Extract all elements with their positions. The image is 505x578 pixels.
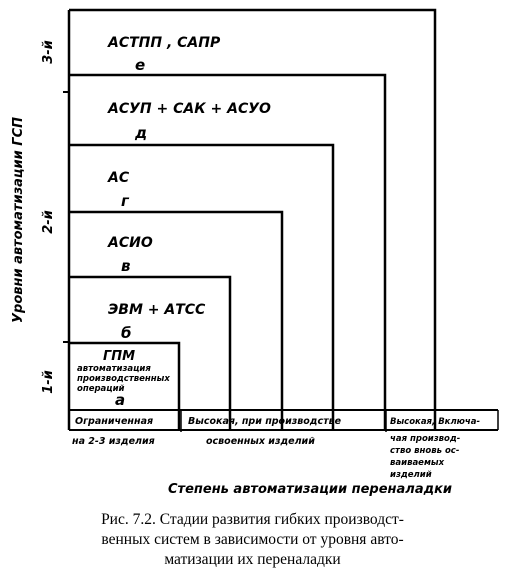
stage-box-d xyxy=(69,73,387,430)
caption-line: матизации их переналадки xyxy=(164,551,341,568)
caption-line: Рис. 7.2. Стадии развития гибких произво… xyxy=(101,511,404,528)
stage-system-label: АС xyxy=(107,170,130,186)
stage-detail-line: автоматизация xyxy=(77,364,151,374)
level-label: 2-й xyxy=(41,210,56,234)
bottom-column-text: освоенных изделий xyxy=(206,436,315,447)
bottom-column-text: Ограниченная xyxy=(75,416,153,427)
level-label: 1-й xyxy=(41,370,56,394)
stage-letter: а xyxy=(115,391,125,409)
stage-letter: г xyxy=(121,192,130,210)
stage-box-b xyxy=(69,275,232,430)
stage-box-e xyxy=(69,8,437,430)
stage-system-label: АСИО xyxy=(107,235,153,251)
bottom-column-text: ваиваемых xyxy=(390,458,445,468)
stage-detail-line: операций xyxy=(77,384,125,394)
stage-system-label: АСУП + САК + АСУО xyxy=(107,101,271,117)
stage-letter: б xyxy=(121,324,131,342)
stage-box-g xyxy=(69,143,335,430)
y-axis-title: Уровни автоматизации ГСП xyxy=(11,117,26,323)
bottom-column-text: ство вновь ос- xyxy=(390,446,460,456)
stage-box-a xyxy=(69,341,181,430)
level-label: 3-й xyxy=(41,40,56,64)
figure-caption: Рис. 7.2. Стадии развития гибких произво… xyxy=(0,510,505,570)
stage-detail-line: производственных xyxy=(77,374,170,384)
bottom-column-text: на 2-3 изделия xyxy=(72,436,155,447)
x-axis-title: Степень автоматизации переналадки xyxy=(168,482,452,497)
bottom-column-text: чая производ- xyxy=(390,434,461,444)
stage-letter: в xyxy=(121,257,131,275)
stage-system-label: ГПМ xyxy=(103,349,135,364)
bottom-column-text: изделий xyxy=(390,470,432,480)
bottom-column-text: Высокая, при производстве xyxy=(188,416,342,427)
stage-box-v xyxy=(69,210,284,430)
stage-system-label: ЭВМ + АТСС xyxy=(108,302,206,318)
stage-system-label: АСТПП , САПР xyxy=(107,35,221,51)
caption-line: венных систем в зависимости от уровня ав… xyxy=(101,531,404,548)
stage-letter: д xyxy=(134,124,147,142)
bottom-column-text: Высокая, Включа- xyxy=(390,417,481,427)
stage-letter: е xyxy=(135,56,145,74)
